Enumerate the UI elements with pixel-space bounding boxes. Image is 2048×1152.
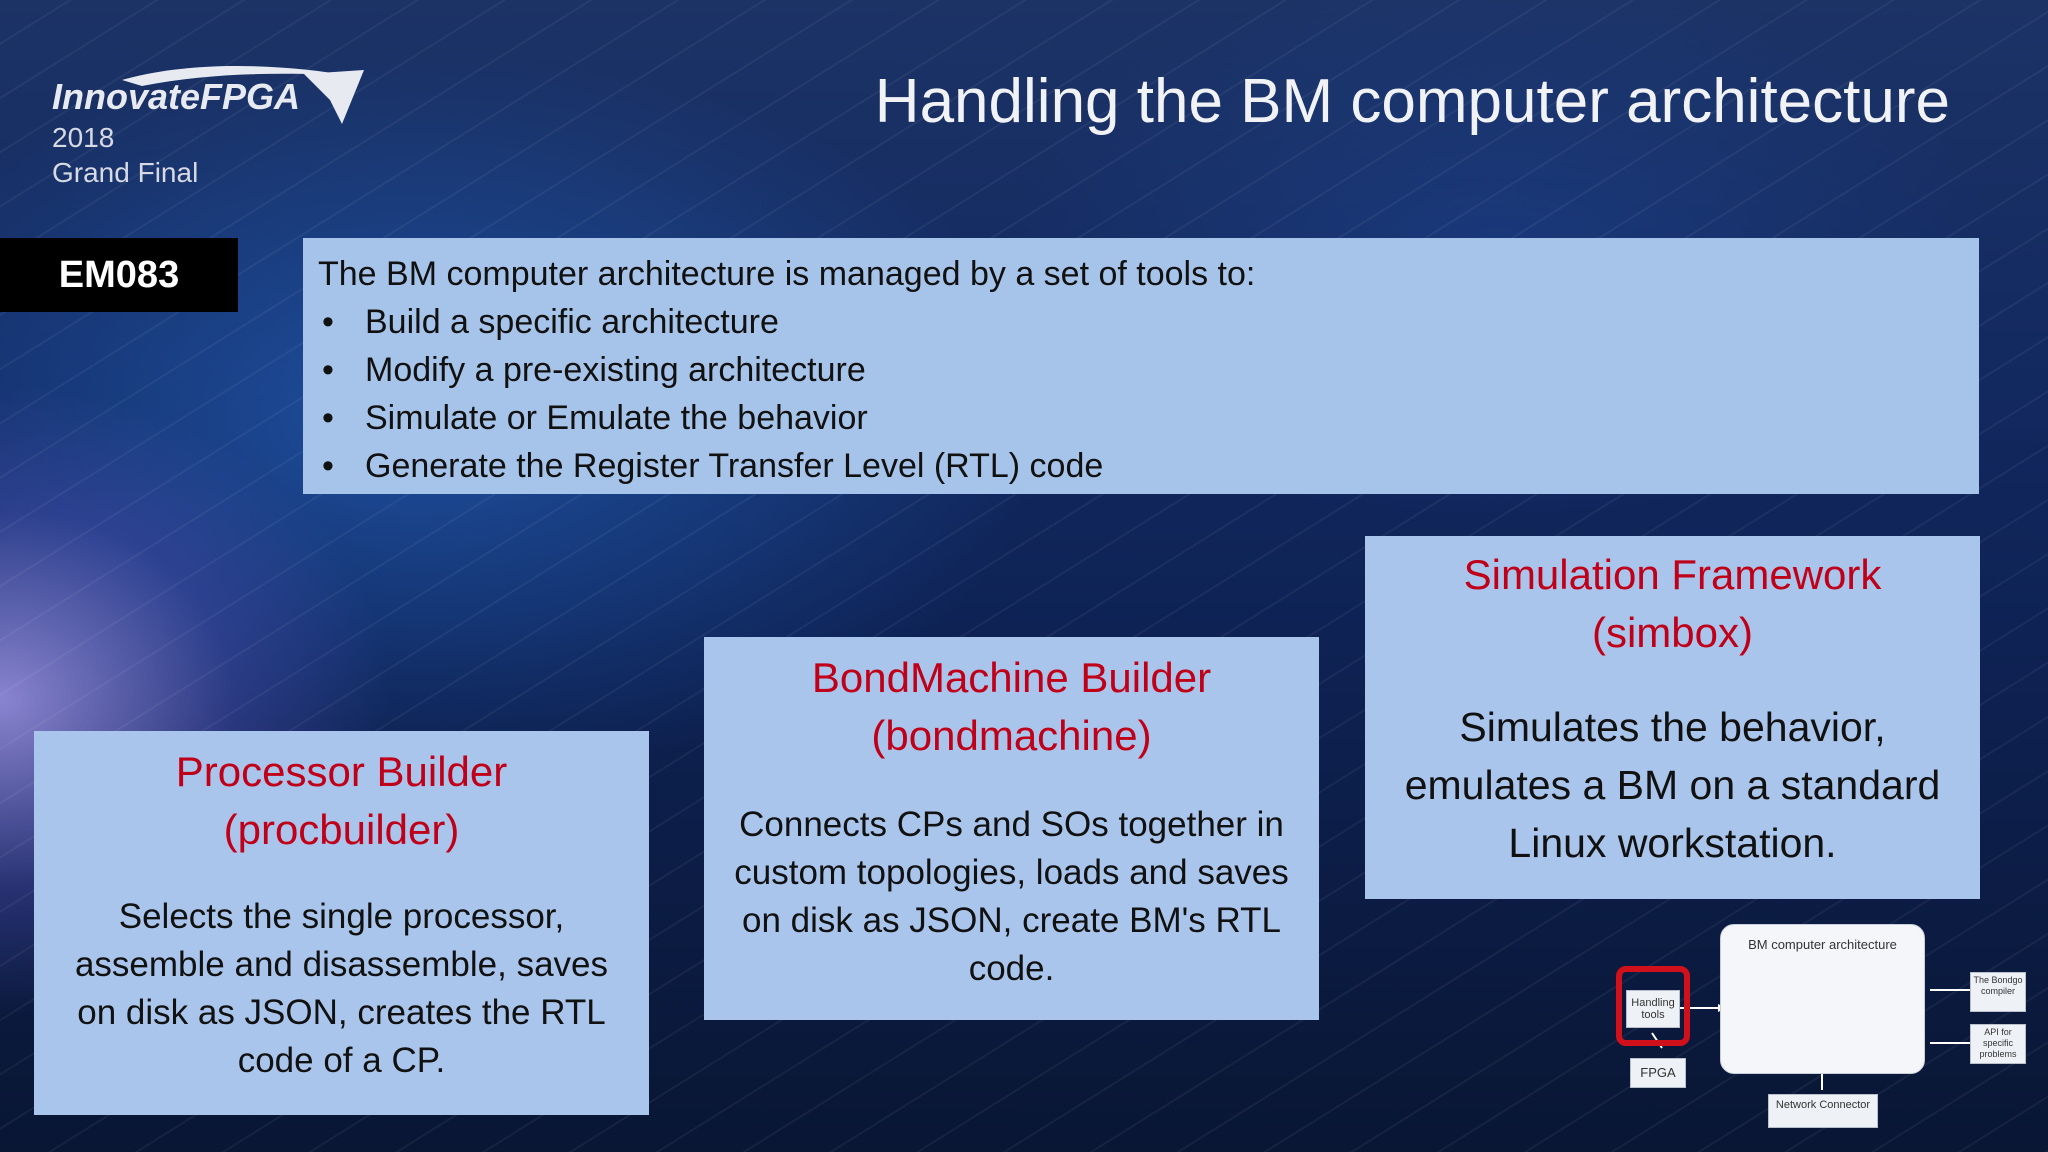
diagram-main-title: BM computer architecture <box>1748 937 1897 952</box>
tool-card-procbuilder: Processor Builder (procbuilder) Selects … <box>34 731 649 1115</box>
logo-year: 2018 <box>52 122 115 153</box>
session-badge: EM083 <box>0 238 238 312</box>
architecture-thumbnail-diagram: BM computer architecture Handling tools … <box>1590 918 2030 1138</box>
intro-box: The BM computer architecture is managed … <box>303 238 1979 494</box>
tool-description: Connects CPs and SOs together in custom … <box>734 805 1289 988</box>
tool-name: BondMachine Builder <box>811 654 1212 701</box>
bullet-dot-icon: • <box>322 447 334 485</box>
tool-card-bondmachine: BondMachine Builder (bondmachine) Connec… <box>704 637 1319 1020</box>
logo-swoosh-icon <box>122 66 364 124</box>
tool-name: Simulation Framework <box>1463 551 1882 598</box>
bullet-dot-icon: • <box>322 399 334 437</box>
diagram-fpga: FPGA <box>1630 1058 1686 1088</box>
logo-event: Grand Final <box>52 157 199 188</box>
tool-card-simbox: Simulation Framework (simbox) Simulates … <box>1365 536 1980 899</box>
tool-command: (bondmachine) <box>871 712 1152 759</box>
tool-description: Simulates the behavior, emulates a BM on… <box>1404 704 1941 866</box>
diagram-main-box: BM computer architecture <box>1720 924 1925 1074</box>
diagram-api: API for specific problems <box>1970 1024 2026 1064</box>
logo-brand: InnovateFPGA <box>52 76 301 117</box>
bullet-text: Generate the Register Transfer Level (RT… <box>365 447 1104 485</box>
bullet-dot-icon: • <box>322 303 334 341</box>
diagram-highlight <box>1616 966 1690 1046</box>
intro-bullet-list: • Build a specific architecture • Modify a… <box>318 298 1964 490</box>
tool-command: (simbox) <box>1591 609 1753 656</box>
bullet-text: Modify a pre-existing architecture <box>365 351 866 389</box>
tool-description: Selects the single processor, assemble a… <box>74 897 609 1080</box>
slide-title: Handling the BM computer architecture <box>874 67 1950 136</box>
intro-bullet: • Modify a pre-existing architecture <box>318 346 1964 394</box>
diagram-handling-tools: Handling tools <box>1626 990 1680 1028</box>
bullet-dot-icon: • <box>322 351 334 389</box>
intro-bullet: • Generate the Register Transfer Level (R… <box>318 442 1964 490</box>
bullet-text: Simulate or Emulate the behavior <box>365 399 868 437</box>
tool-name: Processor Builder <box>175 748 508 795</box>
intro-lead: The BM computer architecture is managed … <box>318 255 1256 293</box>
diagram-network-connector: Network Connector <box>1768 1094 1878 1128</box>
intro-bullet: • Simulate or Emulate the behavior <box>318 394 1964 442</box>
bullet-text: Build a specific architecture <box>365 303 779 341</box>
tool-command: (procbuilder) <box>223 806 460 853</box>
intro-bullet: • Build a specific architecture <box>318 298 1964 346</box>
diagram-bondgo-compiler: The Bondgo compiler <box>1970 972 2026 1012</box>
